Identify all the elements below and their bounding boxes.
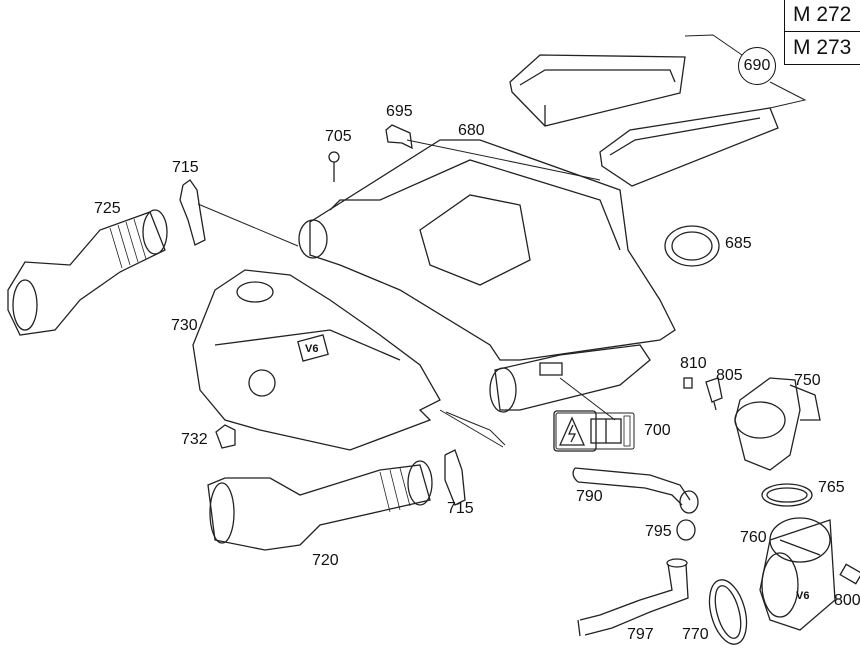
air-filter-upper [509, 54, 686, 127]
part-label-685: 685 [725, 235, 752, 252]
part-label-715-upper: 715 [172, 159, 199, 176]
housing-badge-v6: V6 [796, 590, 810, 602]
ring-765 [761, 483, 813, 507]
part-label-720: 720 [312, 552, 339, 569]
part-label-725: 725 [94, 200, 121, 217]
hose-797 [577, 558, 689, 637]
part-label-750: 750 [794, 372, 821, 389]
part-label-790: 790 [576, 488, 603, 505]
part-label-800: 800 [834, 592, 860, 609]
part-label-705: 705 [325, 128, 352, 145]
air-filter-housing [298, 139, 676, 413]
part-label-730: 730 [171, 317, 198, 334]
intake-duct-725 [7, 209, 168, 336]
variant-m273: M 273 [785, 31, 860, 64]
leader-lines [197, 34, 807, 448]
part-label-680: 680 [458, 122, 485, 139]
clamp-795 [676, 519, 696, 541]
part-label-715-lower: 715 [447, 500, 474, 517]
intake-duct-720 [207, 460, 433, 551]
callout-690: 690 [738, 47, 776, 85]
clip-732 [215, 424, 236, 449]
part-label-695: 695 [386, 103, 413, 120]
engine-cover-730 [192, 269, 441, 451]
part-label-700: 700 [644, 422, 671, 439]
gasket-715-lower [444, 449, 466, 506]
engine-variant-table: M 272 M 273 [784, 0, 860, 65]
part-label-805: 805 [716, 367, 743, 384]
cover-badge-v6: V6 [305, 343, 319, 355]
plug-800 [839, 563, 860, 585]
bolt-810 [683, 377, 693, 389]
air-mass-sensor-750 [734, 377, 821, 471]
part-label-810: 810 [680, 355, 707, 372]
clip-695 [385, 124, 413, 150]
part-label-732: 732 [181, 431, 208, 448]
part-label-765: 765 [818, 479, 845, 496]
part-label-795: 795 [645, 523, 672, 540]
warning-label-700 [553, 410, 635, 452]
seal-ring-685 [664, 225, 720, 267]
part-label-797: 797 [627, 626, 654, 643]
screw-705 [328, 151, 340, 182]
seal-770 [708, 579, 748, 645]
part-label-760: 760 [740, 529, 767, 546]
gasket-715-upper [179, 179, 206, 246]
air-filter-lower [599, 107, 779, 187]
variant-m272: M 272 [793, 3, 852, 26]
sensor-805 [705, 377, 723, 411]
connector-housing-760 [759, 517, 836, 631]
hose-790 [572, 467, 699, 514]
part-label-770: 770 [682, 626, 709, 643]
